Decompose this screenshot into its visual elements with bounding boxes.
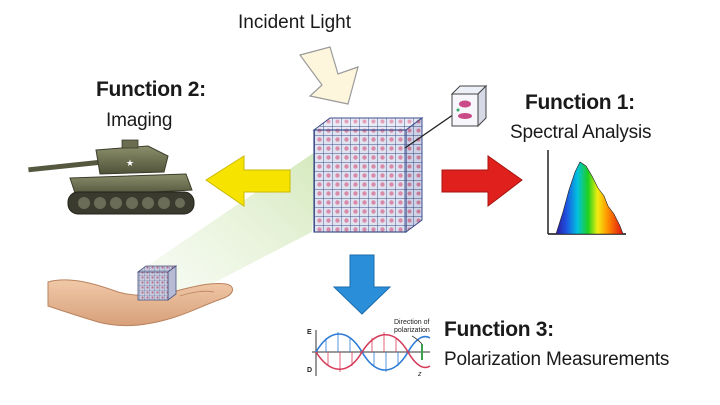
function3-title: Function 3:: [444, 318, 554, 341]
function1-description: Spectral Analysis: [510, 122, 652, 143]
polarization-annotation-line1: Direction of: [394, 319, 429, 326]
incident-light-arrow: [298, 46, 359, 105]
wave-axis-z: z: [417, 371, 422, 378]
function1-title: Function 1:: [525, 91, 635, 114]
polarization-annotation-line2: polarization: [394, 327, 430, 334]
small-cube-icon: [136, 265, 178, 301]
function2-title: Function 2:: [96, 78, 206, 101]
spectral-arrow: [441, 155, 523, 208]
hand-icon: [47, 279, 233, 326]
function3-description: Polarization Measurements: [444, 349, 670, 370]
spectrum-icon: [547, 150, 626, 235]
unit-cell-pointer: [404, 109, 461, 149]
polarization-wave-icon: E D z Direction of polarization: [307, 319, 431, 378]
wave-axis-e: E: [307, 329, 312, 336]
imaging-arrow: [205, 155, 291, 207]
unit-cell-icon: [450, 84, 488, 128]
polarization-arrow: [332, 254, 392, 315]
metamaterial-cube: [312, 117, 424, 233]
tank-icon: ★: [28, 139, 195, 215]
function2-description: Imaging: [106, 110, 173, 131]
wave-axis-d: D: [307, 367, 312, 374]
svg-text:★: ★: [126, 159, 134, 169]
incident-light-label: Incident Light: [238, 12, 352, 33]
